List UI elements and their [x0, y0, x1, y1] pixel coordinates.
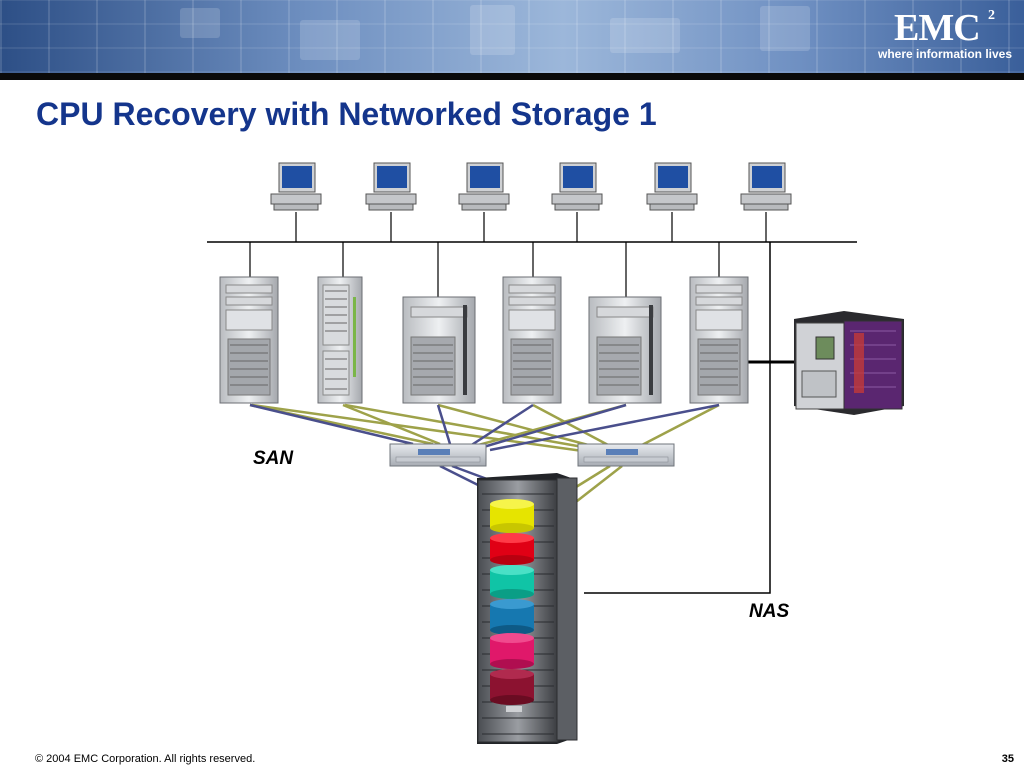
fabric-link	[639, 403, 720, 448]
fabric-link	[532, 403, 611, 448]
disk-volume	[490, 669, 534, 705]
workstations	[270, 162, 792, 211]
logo-tagline: where information lives	[878, 47, 1013, 61]
disk-volume	[490, 633, 534, 669]
lan-network	[207, 212, 857, 594]
header-divider	[0, 73, 1024, 80]
logo-superscript: 2	[988, 8, 995, 23]
workstation-6	[740, 162, 792, 211]
storage-array	[477, 473, 578, 744]
san-fabric	[249, 403, 720, 506]
server-4	[502, 276, 562, 404]
fabric-link	[436, 404, 452, 445]
storage-logo-badge	[506, 706, 522, 712]
disk-volume	[490, 599, 534, 635]
banner-decoration	[300, 20, 360, 60]
san-switch-1	[389, 443, 487, 467]
workstation-5	[646, 162, 698, 211]
server-6	[689, 276, 749, 404]
emc-logo: EMC 2 where information lives	[876, 6, 1012, 66]
disk-volumes	[490, 499, 534, 705]
san-switch-2	[577, 443, 675, 467]
workstation-3	[458, 162, 510, 211]
fabric-link	[479, 403, 627, 450]
server-2	[317, 276, 363, 404]
page-number: 35	[1001, 753, 1014, 765]
fabric-link	[571, 465, 623, 506]
fabric-link	[469, 403, 534, 448]
workstation-1	[270, 162, 322, 211]
san-label: SAN	[253, 448, 294, 469]
disk-volume	[490, 533, 534, 565]
san-switches	[389, 443, 675, 467]
fabric-link	[439, 464, 485, 490]
server-3	[402, 296, 476, 404]
nas-label: NAS	[749, 601, 790, 622]
server-1	[219, 276, 279, 404]
copyright-footer: © 2004 EMC Corporation. All rights reser…	[35, 753, 256, 765]
fabric-link	[437, 403, 593, 448]
banner-decoration	[470, 5, 515, 55]
logo-text: EMC	[894, 7, 981, 49]
fabric-link	[249, 403, 414, 446]
workstation-4	[551, 162, 603, 211]
server-5	[588, 296, 662, 404]
fabric-link	[344, 403, 601, 452]
slide-title: CPU Recovery with Networked Storage 1	[36, 96, 657, 132]
fabric-link	[251, 403, 591, 454]
banner-decoration	[610, 18, 680, 53]
header-banner: EMC 2 where information lives	[0, 0, 1024, 73]
workstation-2	[365, 162, 417, 211]
disk-volume	[490, 565, 534, 599]
banner-pattern	[0, 0, 1024, 73]
servers	[219, 276, 749, 404]
disk-volume	[490, 499, 534, 533]
fabric-link	[342, 403, 441, 446]
tape-library	[794, 311, 904, 415]
nas-link	[584, 242, 771, 594]
banner-decoration	[180, 8, 220, 38]
fabric-link	[489, 403, 720, 452]
banner-decoration	[760, 6, 810, 51]
